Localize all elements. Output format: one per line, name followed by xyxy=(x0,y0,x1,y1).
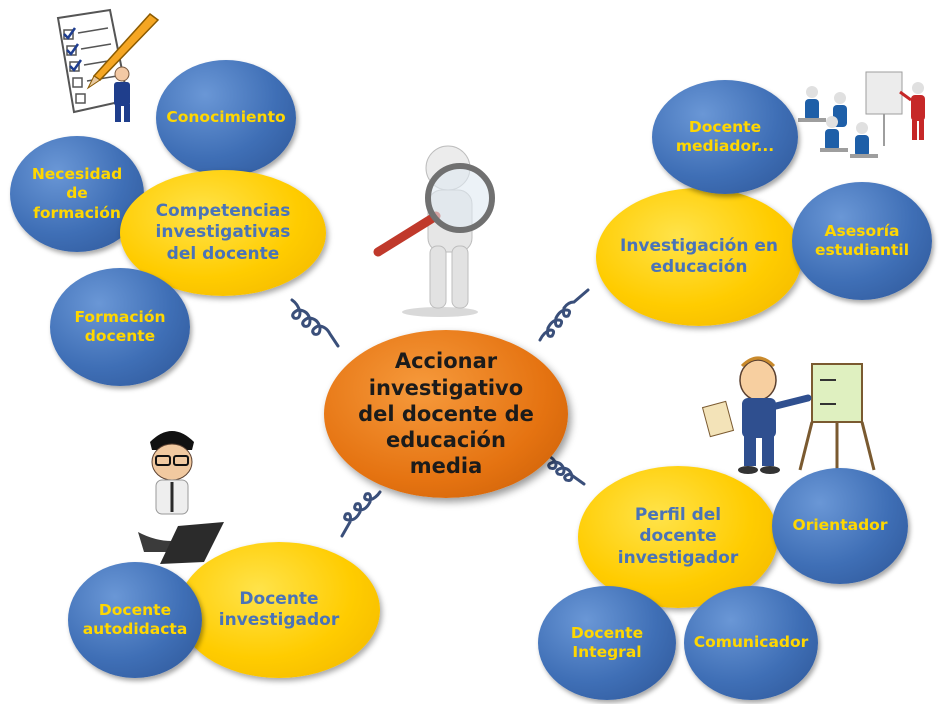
node-asesoria-estudiantil: Asesoría estudiantil xyxy=(792,182,932,300)
node-integral-line-2: Integral xyxy=(572,643,642,661)
node-integral-line-1: Docente xyxy=(570,623,644,642)
node-investigador-line-1: Docente xyxy=(239,588,319,609)
node-perfil-docente: Perfil del docente investigador xyxy=(578,466,778,608)
node-investigacion-line-1: Investigación en xyxy=(620,235,778,256)
checklist-pencil-icon xyxy=(56,8,160,122)
node-perfil-line-3: investigador xyxy=(617,547,739,568)
node-conocimiento: Conocimiento xyxy=(156,60,296,176)
node-necesidad-line-2: de xyxy=(66,184,88,203)
connector-perfil xyxy=(546,454,586,486)
center-line-2: investigativo xyxy=(368,375,524,400)
node-investigacion-educacion: Investigación en educación xyxy=(596,188,802,326)
node-docente-mediador: Docente mediador... xyxy=(652,80,798,194)
node-docente-integral: Docente Integral xyxy=(538,586,676,700)
center-line-5: media xyxy=(409,454,483,479)
node-autodidacta-line-2: autodidacta xyxy=(82,620,188,638)
node-formacion-docente: Formación docente xyxy=(50,268,190,386)
node-perfil-line-1: Perfil del xyxy=(634,505,722,526)
node-competencias-line-1: Competencias xyxy=(155,201,291,222)
node-comunicador: Comunicador xyxy=(684,586,818,700)
center-line-1: Accionar xyxy=(394,349,498,374)
student-laptop-icon xyxy=(138,431,224,564)
node-competencias-line-3: del docente xyxy=(166,243,280,264)
node-orientador-label: Orientador xyxy=(792,516,888,535)
center-line-4: educación xyxy=(386,428,506,453)
node-necesidad-line-1: Necesidad xyxy=(31,164,123,183)
presenter-board-icon xyxy=(701,356,876,474)
node-competencias-line-2: investigativas xyxy=(155,222,291,243)
node-perfil-line-2: docente xyxy=(639,526,717,547)
node-investigacion-line-2: educación xyxy=(650,257,748,277)
classroom-presentation-icon xyxy=(790,60,940,178)
connector-investigacion xyxy=(538,288,590,342)
node-mediador-line-1: Docente xyxy=(688,117,762,136)
node-necesidad-line-3: formación xyxy=(33,203,121,222)
node-autodidacta-line-1: Docente xyxy=(98,600,172,619)
central-topic: Accionar investigativo del docente de ed… xyxy=(324,330,568,498)
node-formacion-line-2: docente xyxy=(84,327,156,345)
connector-competencias xyxy=(290,298,340,348)
magnifier-figure-icon xyxy=(373,145,495,317)
connector-investigador xyxy=(340,490,382,538)
node-mediador-line-2: mediador... xyxy=(675,137,775,155)
node-asesoria-line-2: estudiantil xyxy=(814,241,910,259)
node-comunicador-label: Comunicador xyxy=(693,633,809,652)
node-docente-investigador: Docente investigador xyxy=(178,542,380,678)
node-investigador-line-2: investigador xyxy=(218,610,340,630)
node-formacion-line-1: Formación xyxy=(74,307,166,326)
node-docente-autodidacta: Docente autodidacta xyxy=(68,562,202,678)
node-conocimiento-label: Conocimiento xyxy=(166,108,286,127)
center-line-3: del docente de xyxy=(358,401,534,426)
node-orientador: Orientador xyxy=(772,468,908,584)
node-asesoria-line-1: Asesoría xyxy=(824,221,900,240)
